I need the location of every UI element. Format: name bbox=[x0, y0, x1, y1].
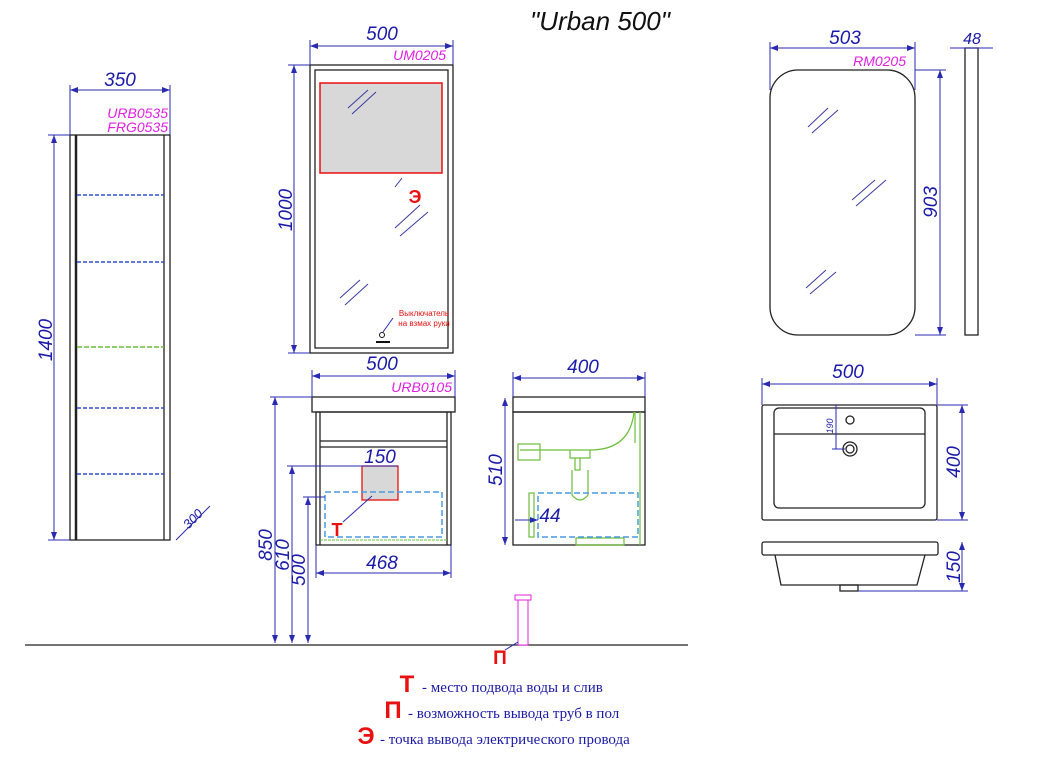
box-width: 150 bbox=[364, 447, 396, 468]
round-mirror-thickness: 48 bbox=[963, 31, 981, 48]
side-height: 510 bbox=[486, 454, 507, 486]
cabinet-depth: 300 bbox=[180, 505, 206, 531]
basin-depth: 400 bbox=[944, 446, 965, 478]
cabinet-code-2: FRG0535 bbox=[107, 119, 168, 135]
cabinet-width: 350 bbox=[104, 70, 136, 91]
tall-cabinet: 350 URB0535 FRG0535 1400 300 bbox=[36, 70, 211, 541]
legend-text-water: - место подвода воды и слив bbox=[422, 680, 603, 696]
led-mirror: Э Выключатель на взмах руки 500 UM0205 1… bbox=[276, 24, 454, 354]
basin-width: 500 bbox=[832, 362, 864, 383]
vanity-width: 500 bbox=[366, 354, 398, 375]
switch-sensor-icon bbox=[379, 332, 385, 338]
height-850: 850 bbox=[256, 529, 277, 561]
vanity-side: 44 400 510 bbox=[486, 357, 646, 546]
legend-marker-water: Т bbox=[400, 671, 415, 698]
legend: Т - место подвода воды и слив П - возмож… bbox=[357, 671, 630, 750]
switch-note-1: Выключатель bbox=[399, 309, 449, 318]
side-depth: 400 bbox=[567, 357, 599, 378]
cabinet-height: 1400 bbox=[36, 318, 57, 361]
side-offset: 44 bbox=[539, 506, 560, 527]
legend-text-electric: - точка вывода электрического провода bbox=[380, 732, 630, 748]
legend-marker-electric: Э bbox=[357, 723, 374, 750]
water-marker: Т bbox=[332, 520, 343, 540]
round-mirror-code: RM0205 bbox=[853, 53, 906, 69]
height-500: 500 bbox=[289, 554, 310, 586]
basin-side: 150 bbox=[761, 541, 968, 592]
vanity-inner-width: 468 bbox=[366, 553, 398, 574]
vanity-front: Т 150 500 URB0105 468 850 610 500 bbox=[256, 354, 456, 643]
mirror-width: 500 bbox=[366, 24, 398, 45]
electrical-marker: Э bbox=[409, 187, 422, 207]
switch-note-2: на взмах руки bbox=[398, 319, 449, 328]
mirror-code: UM0205 bbox=[393, 47, 446, 63]
legend-text-floor: - возможность вывода труб в пол bbox=[408, 706, 620, 722]
floor-pipe bbox=[504, 594, 532, 651]
drawing-title: "Urban 500" bbox=[530, 6, 672, 36]
height-610: 610 bbox=[273, 539, 294, 571]
basin-height: 150 bbox=[944, 551, 965, 583]
tap-offset: 190 bbox=[825, 418, 835, 433]
rounded-mirror: 503 RM0205 903 48 bbox=[769, 28, 993, 336]
mirror-height: 1000 bbox=[276, 188, 297, 231]
vanity-code: URB0105 bbox=[391, 379, 452, 395]
cabinet-code-1: URB0535 bbox=[107, 105, 168, 121]
floor-marker: П bbox=[493, 648, 507, 669]
round-mirror-height: 903 bbox=[921, 186, 942, 218]
basin-top: 190 500 400 bbox=[761, 362, 968, 521]
legend-marker-floor: П bbox=[384, 697, 401, 724]
round-mirror-width: 503 bbox=[829, 28, 861, 49]
